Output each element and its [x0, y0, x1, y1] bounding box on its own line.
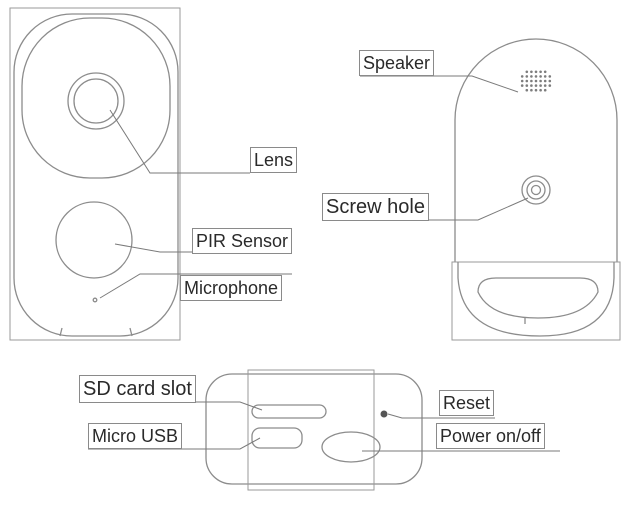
- speaker-hole: [543, 75, 547, 78]
- speaker-hole: [530, 88, 533, 92]
- bottom-body-outline: [205, 373, 423, 485]
- speaker-hole: [530, 70, 533, 74]
- pir-sensor: [55, 201, 133, 279]
- label-sd-card-slot: SD card slot: [79, 375, 196, 403]
- speaker-hole: [539, 79, 542, 83]
- back-base-frame: [451, 261, 621, 341]
- speaker-hole: [548, 84, 552, 87]
- front-body-outline: [13, 13, 179, 337]
- speaker-hole: [520, 84, 524, 87]
- label-lens: Lens: [250, 147, 298, 173]
- front-view-frame: [9, 7, 181, 341]
- label-pir-sensor: PIR Sensor: [192, 228, 293, 254]
- power-button: [321, 431, 381, 463]
- sd-card-slot: [251, 404, 327, 419]
- speaker-hole: [534, 79, 538, 83]
- front-base-tick-2: [129, 327, 133, 337]
- speaker-hole: [530, 84, 533, 87]
- reset-button: [380, 410, 388, 418]
- speaker-hole: [539, 70, 542, 74]
- front-base-tick: [59, 327, 63, 337]
- speaker-hole: [543, 79, 547, 83]
- back-view: [451, 38, 621, 341]
- label-speaker: Speaker: [359, 50, 435, 76]
- speaker-hole: [525, 88, 529, 92]
- front-view: [9, 7, 181, 341]
- bottom-view-frame: [247, 369, 375, 491]
- screw-hole-outer: [521, 175, 551, 205]
- screw-hole: [530, 184, 542, 196]
- front-top-panel: [21, 17, 171, 179]
- speaker-hole: [543, 70, 547, 74]
- speaker-hole: [520, 75, 524, 78]
- lens: [67, 72, 125, 130]
- leader-lens: [109, 109, 250, 174]
- speaker-hole: [534, 84, 538, 87]
- battery-door: [477, 277, 599, 319]
- label-microphone: Microphone: [180, 275, 283, 301]
- speaker-hole: [534, 70, 538, 74]
- microphone-hole: [92, 297, 98, 303]
- speaker-hole: [543, 88, 547, 92]
- leader-lines: [80, 75, 560, 452]
- speaker-hole: [534, 88, 538, 92]
- leader-sd-card: [80, 401, 263, 411]
- speaker-grille: [520, 70, 552, 92]
- speaker-hole: [525, 84, 529, 87]
- speaker-hole: [530, 75, 533, 78]
- label-reset: Reset: [439, 390, 495, 416]
- leader-microphone: [99, 273, 292, 299]
- speaker-hole: [530, 79, 533, 83]
- speaker-hole: [539, 88, 542, 92]
- back-body-outline: [454, 38, 618, 262]
- screw-hole-ring: [526, 180, 546, 200]
- speaker-hole: [525, 79, 529, 83]
- leader-reset: [387, 413, 495, 419]
- speaker-hole: [520, 79, 524, 83]
- micro-usb-port: [251, 427, 303, 449]
- speaker-hole: [548, 75, 552, 78]
- lens-inner-ring: [73, 78, 119, 124]
- speaker-hole: [525, 75, 529, 78]
- label-power-on-off: Power on/off: [436, 423, 545, 449]
- speaker-hole: [525, 70, 529, 74]
- speaker-hole: [548, 79, 552, 83]
- leader-micro-usb: [88, 437, 261, 450]
- speaker-hole: [543, 84, 547, 87]
- bottom-view: [205, 369, 423, 491]
- label-screw-hole: Screw hole: [322, 193, 429, 221]
- back-base-curve: [457, 262, 615, 337]
- label-micro-usb: Micro USB: [88, 423, 183, 449]
- speaker-hole: [534, 75, 538, 78]
- speaker-hole: [539, 75, 542, 78]
- speaker-hole: [539, 84, 542, 87]
- leader-speaker: [360, 75, 519, 93]
